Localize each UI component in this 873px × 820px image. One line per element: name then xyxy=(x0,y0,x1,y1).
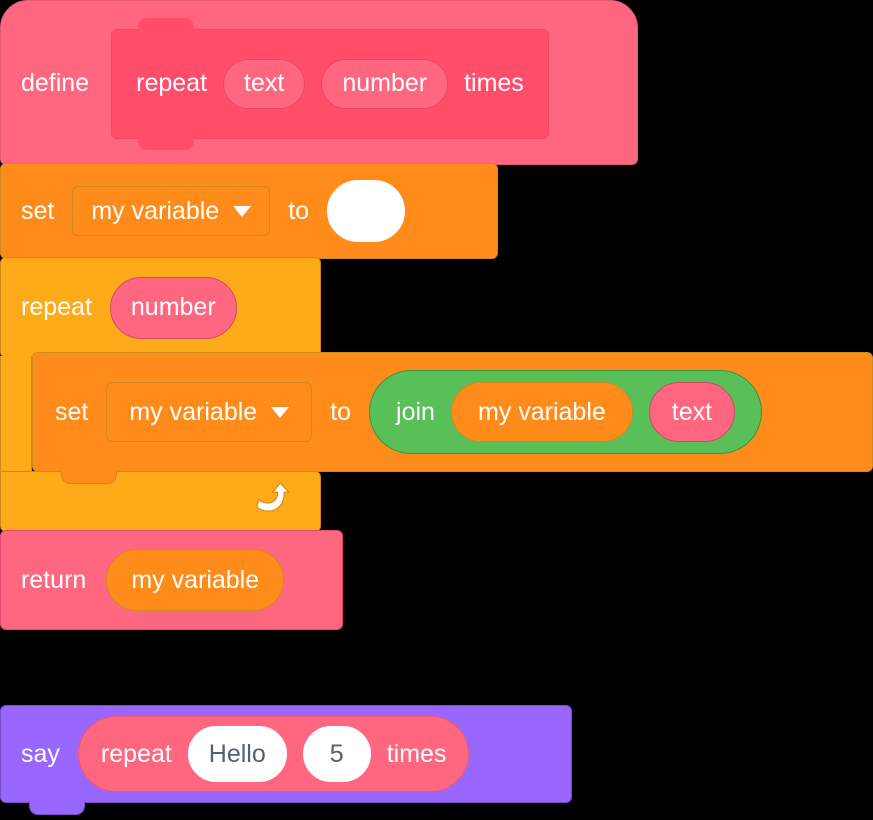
chevron-down-icon xyxy=(271,406,290,418)
custom-call-label-times: times xyxy=(386,739,447,768)
join-keyword-label: join xyxy=(396,397,435,426)
define-hat-block[interactable]: define repeat text number times xyxy=(0,0,638,177)
repeat-times-arg[interactable]: number xyxy=(109,276,237,339)
custom-call-text-input[interactable]: Hello xyxy=(187,726,287,782)
return-value-label: my variable xyxy=(131,565,260,594)
prototype-arg-number-label: number xyxy=(342,69,428,97)
join-operator-block[interactable]: join my variable text xyxy=(369,370,763,454)
set-outer-keyword-label: set xyxy=(21,196,55,225)
set-outer-variable-dropdown[interactable]: my variable xyxy=(72,186,271,236)
procedure-prototype[interactable]: repeat text number times xyxy=(111,17,549,150)
prototype-label-repeat: repeat xyxy=(136,69,208,97)
prototype-arg-number[interactable]: number xyxy=(321,58,449,109)
prototype-arg-text-label: text xyxy=(244,69,285,97)
return-keyword-label: return xyxy=(21,565,87,594)
chevron-down-icon xyxy=(233,205,252,217)
say-keyword-label: say xyxy=(21,739,60,768)
join-operand-2-label: text xyxy=(671,397,713,426)
return-block[interactable]: return my variable xyxy=(0,530,343,630)
custom-call-text-value: Hello xyxy=(208,739,266,768)
repeat-times-arg-label: number xyxy=(130,293,216,321)
set-inner-bottom-notch xyxy=(61,470,117,484)
return-value-variable[interactable]: my variable xyxy=(106,549,285,611)
set-inner-keyword-label: set xyxy=(55,397,89,426)
define-keyword-label: define xyxy=(21,69,90,97)
set-inner-to-label: to xyxy=(330,397,352,426)
loop-arrow-icon xyxy=(256,482,290,512)
custom-call-number-value: 5 xyxy=(329,739,344,768)
define-row: define repeat text number times xyxy=(21,1,549,166)
set-variable-block-inner[interactable]: set my variable to join my variable text xyxy=(32,352,873,484)
set-variable-block-outer[interactable]: set my variable to xyxy=(0,163,498,271)
set-outer-variable-label: my variable xyxy=(91,196,220,225)
repeat-left-arm xyxy=(0,356,32,472)
join-operand-1-label: my variable xyxy=(477,397,606,426)
custom-call-label-repeat: repeat xyxy=(100,739,172,768)
say-block[interactable]: say repeat Hello 5 times xyxy=(0,705,572,815)
set-inner-variable-label: my variable xyxy=(129,397,258,426)
repeat-header[interactable]: repeat number xyxy=(0,257,321,358)
join-operand-1-variable[interactable]: my variable xyxy=(450,382,633,442)
join-operand-2-arg[interactable]: text xyxy=(648,382,736,442)
prototype-label-times: times xyxy=(464,69,524,97)
custom-call-number-input[interactable]: 5 xyxy=(302,726,371,782)
set-outer-to-label: to xyxy=(288,196,310,225)
set-inner-variable-dropdown[interactable]: my variable xyxy=(106,382,313,442)
say-bottom-notch xyxy=(29,801,85,815)
prototype-bottom-notch xyxy=(138,136,195,150)
prototype-arg-text[interactable]: text xyxy=(223,58,306,109)
set-outer-value-input[interactable] xyxy=(327,180,406,242)
prototype-top-notch xyxy=(138,17,195,31)
repeat-keyword-label: repeat xyxy=(21,293,92,321)
custom-procedure-call[interactable]: repeat Hello 5 times xyxy=(77,716,470,792)
